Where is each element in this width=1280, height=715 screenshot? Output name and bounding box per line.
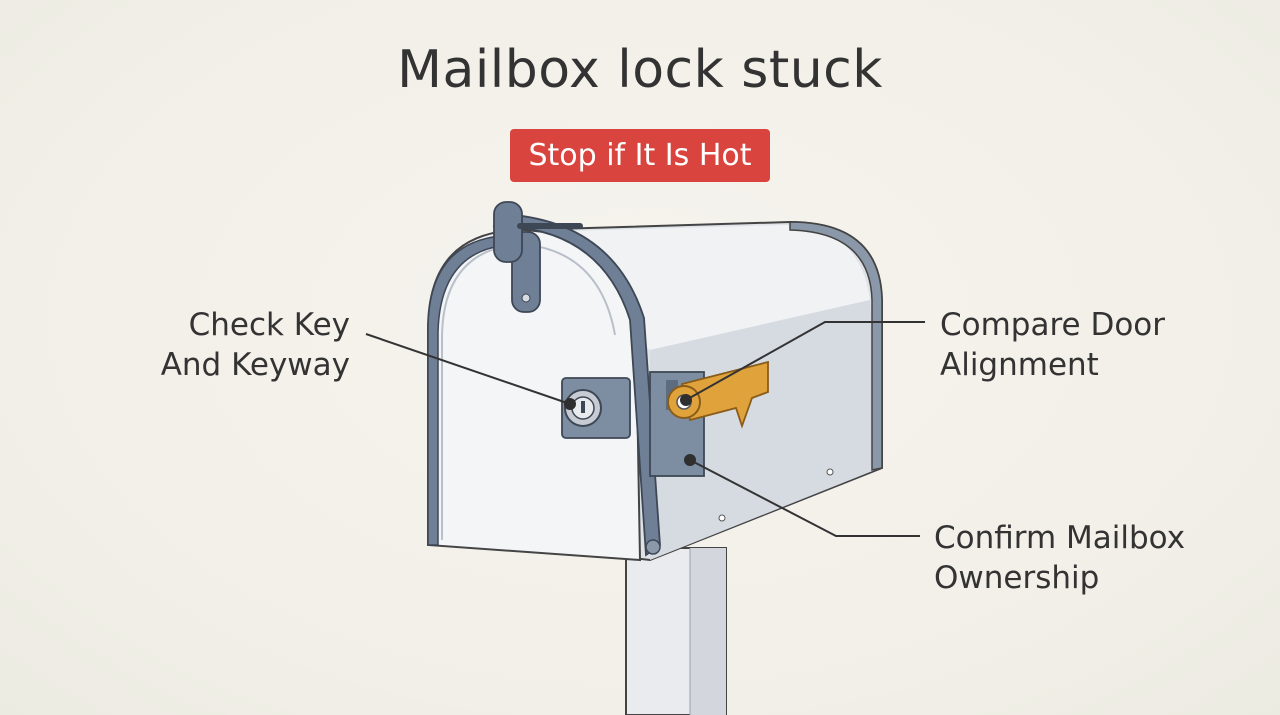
callout-line-key [365, 333, 571, 405]
lock-assembly [561, 377, 631, 439]
callout-label-door-line1: Compare Door [940, 307, 1166, 343]
callout-label-ownership-line1: Confirm Mailbox [934, 520, 1186, 556]
mailbox-door [427, 201, 661, 562]
callout-label-ownership-line2: Ownership [934, 560, 1100, 596]
mailbox-post [625, 547, 727, 715]
page-title: Mailbox lock stuck [397, 40, 883, 100]
callout-dot-ownership [684, 454, 696, 466]
callout-dot-key [564, 398, 576, 410]
callout-label-door-line2: Alignment [940, 347, 1099, 383]
callout-line-door [685, 321, 925, 401]
warning-badge: Stop if It Is Hot [510, 129, 770, 182]
callout-label-door: Compare Door Alignment [940, 305, 1165, 385]
callout-dot-door [680, 394, 692, 406]
callout-label-ownership: Confirm Mailbox Ownership [934, 518, 1185, 598]
callout-line-ownership [689, 459, 920, 537]
callout-label-key: Check Key And Keyway [161, 305, 350, 385]
callout-label-key-line1: Check Key [188, 307, 350, 343]
callout-label-key-line2: And Keyway [160, 347, 350, 383]
callout-lines [365, 321, 925, 537]
